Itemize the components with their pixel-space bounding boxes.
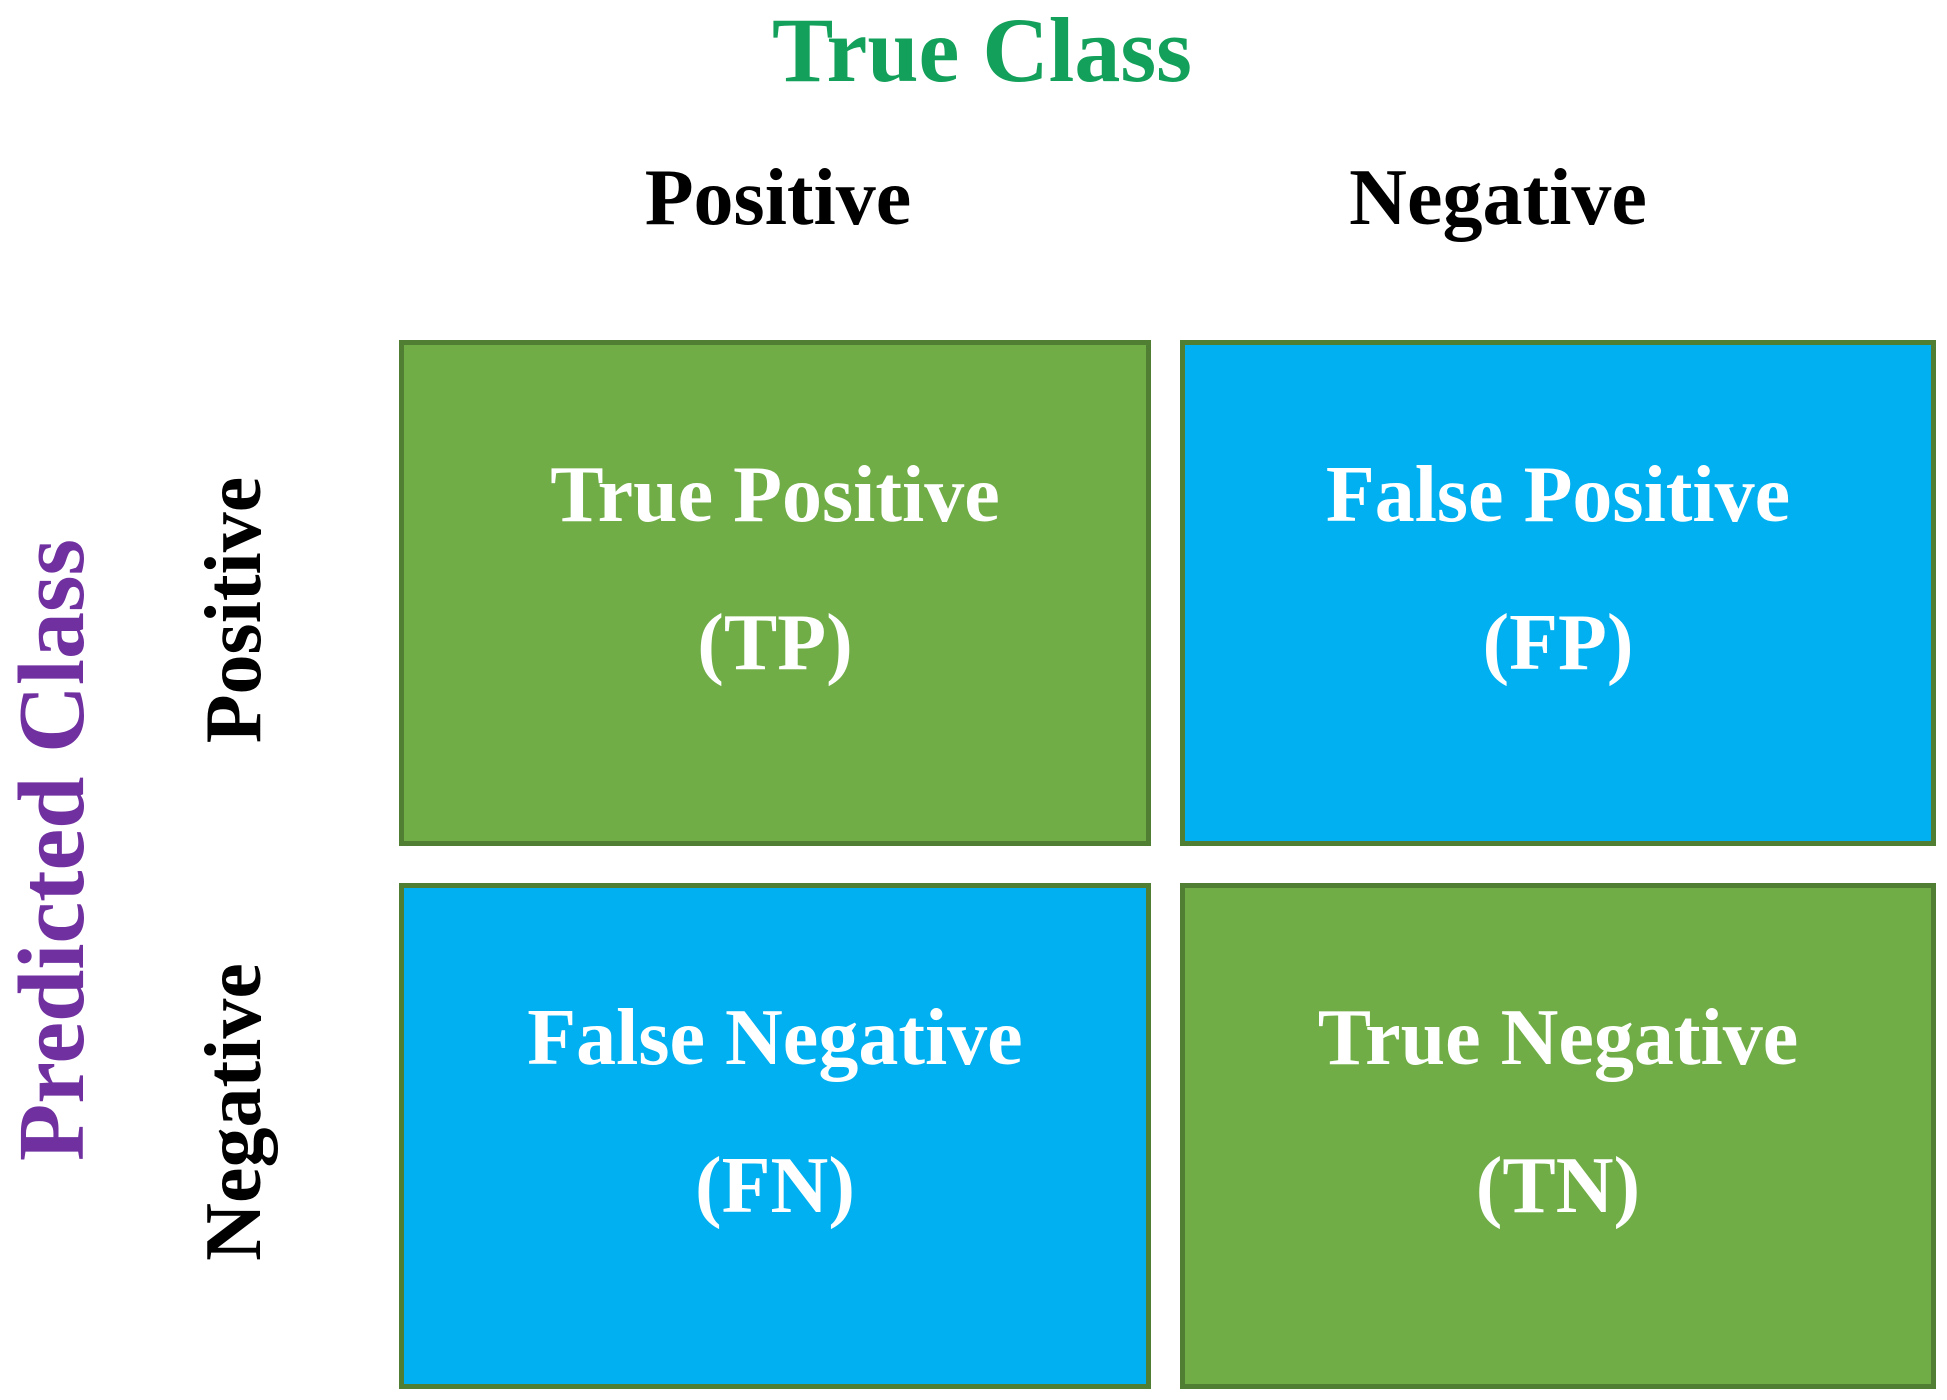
true-class-title: True Class xyxy=(772,0,1192,101)
cell-abbreviation: (TN) xyxy=(1475,1142,1641,1230)
predicted-class-title: Predicted Class xyxy=(0,538,104,1162)
cell-abbreviation: (FP) xyxy=(1482,599,1634,687)
column-header-negative: Negative xyxy=(1349,154,1647,242)
cell-true-negative: True Negative (TN) xyxy=(1180,883,1936,1389)
cell-abbreviation: (TP) xyxy=(697,599,853,687)
row-header-positive: Positive xyxy=(190,476,278,744)
cell-false-positive: False Positive (FP) xyxy=(1180,340,1936,846)
cell-label: False Positive xyxy=(1325,451,1791,539)
cell-true-positive: True Positive (TP) xyxy=(399,340,1151,846)
row-header-negative: Negative xyxy=(190,963,278,1261)
cell-label: False Negative xyxy=(527,994,1023,1082)
cell-label: True Positive xyxy=(550,451,1000,539)
cell-abbreviation: (FN) xyxy=(695,1142,855,1230)
cell-false-negative: False Negative (FN) xyxy=(399,883,1151,1389)
cell-label: True Negative xyxy=(1317,994,1799,1082)
column-header-positive: Positive xyxy=(644,154,912,242)
